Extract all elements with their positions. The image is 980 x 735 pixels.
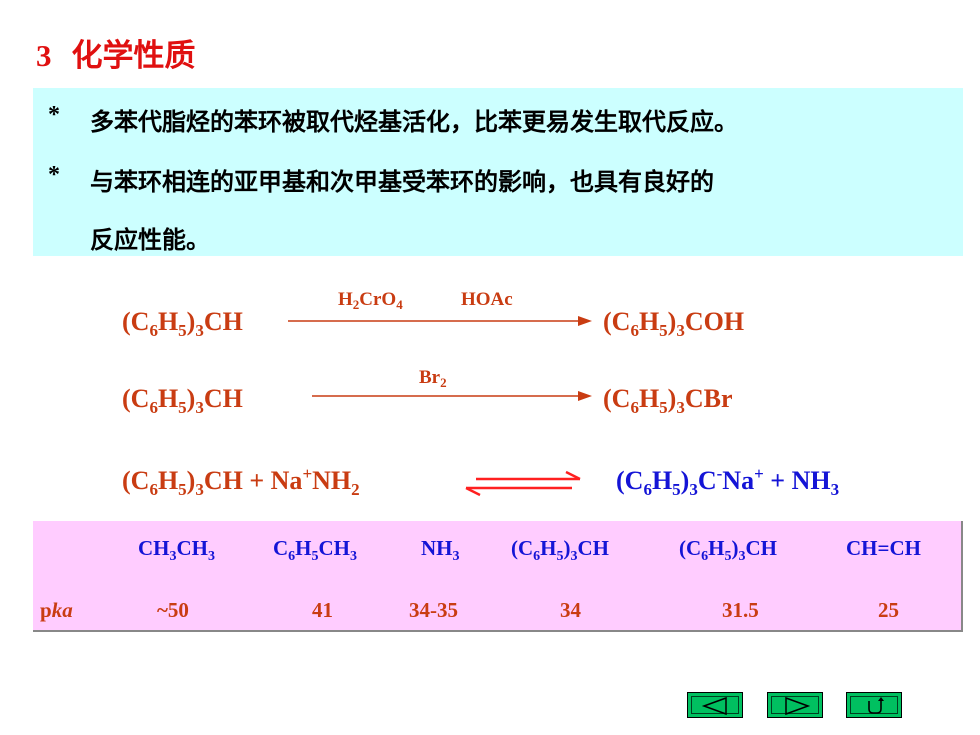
next-icon [785, 696, 811, 716]
compound-triphenylmethane-2: (C6H5)3CH [679, 536, 778, 564]
reaction-2-reagent: Br2 [419, 367, 447, 390]
previous-icon [701, 696, 727, 716]
section-number: 3 [36, 38, 52, 73]
return-button[interactable] [846, 692, 902, 718]
pka-value: 25 [878, 598, 899, 622]
page-title: 3 化学性质 [36, 30, 196, 75]
bullet-box [33, 88, 963, 256]
reaction-1-product: (C6H5)3COH [603, 307, 745, 340]
reaction-3-products: (C6H5)3C-Na+ + NH3 [616, 464, 840, 499]
reaction-3-reactants: (C6H5)3CH + Na+NH2 [122, 464, 360, 499]
bullet-text-cont: 反应性能。 [90, 226, 210, 254]
pka-value: 41 [312, 598, 333, 622]
bullet-mark: * [48, 102, 60, 128]
compound-ethane: CH3CH3 [138, 536, 215, 564]
return-icon [868, 697, 884, 714]
pka-value: 34-35 [409, 598, 458, 622]
bullet-text: 与苯环相连的亚甲基和次甲基受苯环的影响，也具有良好的 [90, 168, 714, 196]
reaction-1-reagent-1: H2CrO4 [338, 289, 403, 312]
bullet-mark: * [48, 162, 60, 188]
pka-row-label: pka [40, 598, 73, 622]
equilibrium-arrow [465, 470, 581, 497]
section-title: 化学性质 [71, 38, 196, 74]
compound-ammonia: NH3 [421, 536, 460, 564]
compound-toluene: C6H5CH3 [273, 536, 358, 564]
next-button[interactable] [767, 692, 823, 718]
reaction-2-product: (C6H5)3CBr [603, 384, 733, 417]
compound-alkyne: CH=CH [846, 536, 921, 560]
previous-button[interactable] [687, 692, 743, 718]
pka-value: ~50 [157, 598, 189, 622]
reaction-1-reagent-2: HOAc [461, 289, 513, 310]
reaction-2-reactant: (C6H5)3CH [122, 384, 243, 417]
arrow-2 [312, 391, 592, 401]
pka-table [33, 521, 963, 632]
pka-value: 34 [560, 598, 581, 622]
arrow-1 [288, 316, 592, 326]
compound-triphenylmethane-1: (C6H5)3CH [511, 536, 610, 564]
bullet-text: 多苯代脂烃的苯环被取代烃基活化，比苯更易发生取代反应。 [90, 108, 738, 136]
reaction-1-reactant: (C6H5)3CH [122, 307, 243, 340]
pka-value: 31.5 [722, 598, 759, 622]
